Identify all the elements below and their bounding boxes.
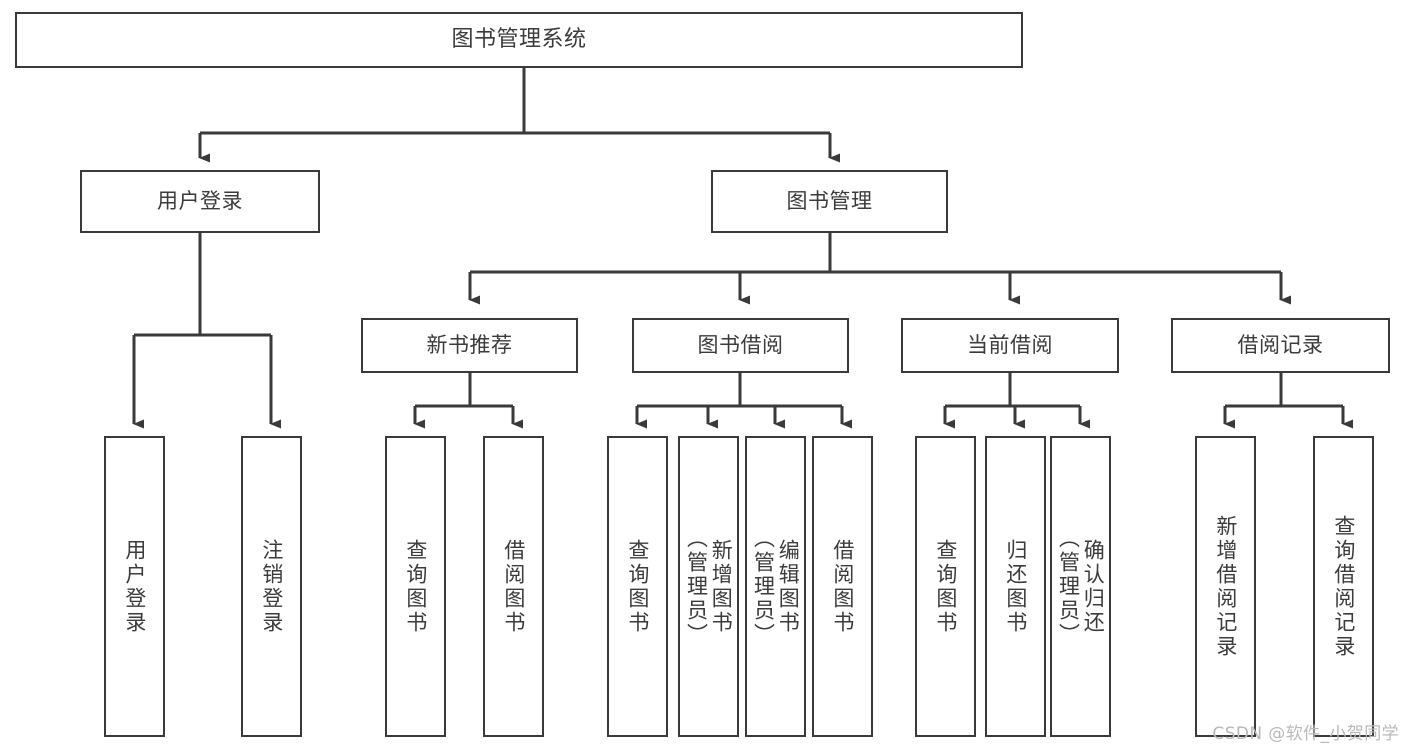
node-leaf-logout-label: 注销登录: [259, 538, 284, 635]
node-leaf-confirm-return-label: 确认归还 （管理员）: [1056, 526, 1106, 647]
node-leaf-return-book-label: 归还图书: [1003, 538, 1028, 635]
node-leaf-query-record[interactable]: 查询借阅记录: [1313, 436, 1374, 737]
node-leaf-borrow-book-recommend[interactable]: 借阅图书: [483, 436, 544, 737]
node-leaf-user-login[interactable]: 用户登录: [104, 436, 165, 737]
node-root-label: 图书管理系统: [451, 27, 587, 53]
node-leaf-return-book[interactable]: 归还图书: [985, 436, 1046, 737]
node-leaf-add-book[interactable]: 新增图书 （管理员）: [678, 436, 739, 737]
node-leaf-borrow-book-recommend-label: 借阅图书: [501, 538, 526, 635]
node-book-borrow-label: 图书借阅: [697, 333, 784, 358]
node-borrow-record[interactable]: 借阅记录: [1171, 318, 1390, 373]
node-book-manage[interactable]: 图书管理: [711, 170, 948, 233]
node-leaf-query-book-borrow-label: 查询图书: [625, 538, 650, 635]
node-leaf-edit-book[interactable]: 编辑图书 （管理员）: [745, 436, 806, 737]
node-leaf-add-book-label: 新增图书 （管理员）: [684, 526, 734, 647]
node-current-borrow[interactable]: 当前借阅: [901, 318, 1119, 373]
node-leaf-add-record[interactable]: 新增借阅记录: [1195, 436, 1256, 737]
node-new-book-recommend-label: 新书推荐: [426, 333, 513, 358]
node-book-borrow[interactable]: 图书借阅: [632, 318, 849, 373]
node-leaf-query-book-recommend[interactable]: 查询图书: [385, 436, 446, 737]
node-new-book-recommend[interactable]: 新书推荐: [361, 318, 578, 373]
node-leaf-logout[interactable]: 注销登录: [241, 436, 302, 737]
node-user-login-label: 用户登录: [157, 189, 243, 214]
node-leaf-query-book-recommend-label: 查询图书: [403, 538, 428, 635]
node-leaf-user-login-label: 用户登录: [122, 538, 147, 635]
node-leaf-borrow-book-borrow[interactable]: 借阅图书: [812, 436, 873, 737]
node-leaf-add-record-label: 新增借阅记录: [1213, 514, 1238, 659]
node-user-login[interactable]: 用户登录: [80, 170, 320, 233]
node-leaf-confirm-return[interactable]: 确认归还 （管理员）: [1050, 436, 1111, 737]
node-leaf-query-record-label: 查询借阅记录: [1331, 514, 1356, 659]
node-current-borrow-label: 当前借阅: [967, 333, 1053, 358]
node-leaf-query-book-borrow[interactable]: 查询图书: [607, 436, 668, 737]
node-leaf-query-book-current-label: 查询图书: [933, 538, 958, 635]
node-book-manage-label: 图书管理: [786, 189, 873, 214]
node-leaf-borrow-book-borrow-label: 借阅图书: [830, 538, 855, 635]
node-leaf-query-book-current[interactable]: 查询图书: [915, 436, 976, 737]
node-root[interactable]: 图书管理系统: [15, 12, 1023, 68]
node-leaf-edit-book-label: 编辑图书 （管理员）: [751, 526, 801, 647]
node-borrow-record-label: 借阅记录: [1237, 333, 1324, 358]
